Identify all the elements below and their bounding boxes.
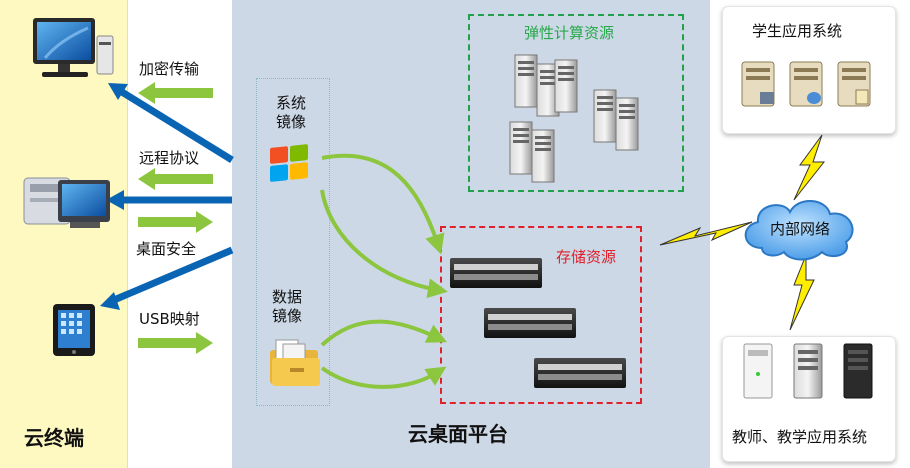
data-image-label: 数据 镜像 [272, 288, 303, 325]
teacher-systems-label: 教师、教学应用系统 [732, 428, 868, 446]
compute-resources-label: 弹性计算资源 [524, 24, 615, 42]
internal-network-label: 内部网络 [770, 220, 831, 238]
remote-protocol-label: 远程协议 [139, 149, 200, 167]
storage-rack-icons [450, 258, 626, 388]
image-column [256, 78, 330, 406]
blue-arrows [100, 83, 234, 310]
system-image-label: 系统 镜像 [276, 94, 307, 131]
cloud-desktop-platform-title: 云桌面平台 [408, 422, 508, 446]
windows-logo-icon [270, 144, 308, 182]
compute-resources-box [468, 14, 684, 192]
teacher-server-icons [743, 343, 873, 399]
tablet-icon [53, 304, 95, 356]
green-arrows [138, 82, 213, 354]
lightning-icons [659, 134, 826, 331]
storage-resources-label: 存储资源 [556, 248, 617, 266]
data-folder-icon [270, 339, 320, 386]
cloud-terminal-panel [0, 0, 128, 468]
encrypted-transmission-label: 加密传输 [139, 60, 200, 78]
desktop-security-label: 桌面安全 [136, 240, 197, 258]
desktop-pc-icon [23, 177, 110, 228]
compute-server-icons [509, 54, 639, 183]
student-server-icons [741, 61, 871, 107]
monitor-icon [33, 18, 114, 77]
cloud-icon [744, 200, 854, 261]
storage-resources-box [440, 226, 642, 404]
student-systems-label: 学生应用系统 [752, 22, 843, 40]
cloud-terminal-title: 云终端 [24, 426, 84, 450]
usb-mapping-label: USB映射 [139, 310, 200, 328]
